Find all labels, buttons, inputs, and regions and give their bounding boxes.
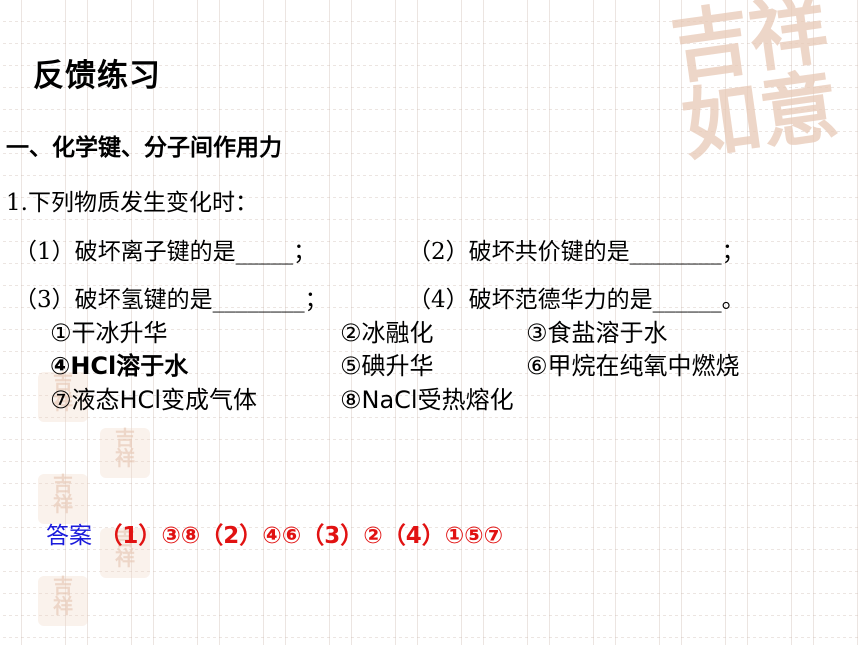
blank-item-1: （1）破坏离子键的是_____； (14, 239, 317, 265)
answer-line: 答案 （1）③⑧（2）④⑥（3）②（4）①⑤⑦ (46, 516, 503, 550)
seal-watermark-small: 吉祥 (38, 576, 88, 626)
blank-item-3: （3）破坏氢键的是________； (14, 287, 328, 313)
option-item-2: ②冰融化 (340, 319, 434, 347)
seal-watermark-small: 吉祥 (100, 528, 150, 578)
section-heading: 一、化学键、分子间作用力 (6, 135, 282, 161)
answer-value: （1）③⑧（2）④⑥（3）②（4）①⑤⑦ (99, 523, 504, 549)
seal-watermark-small: 吉祥 (100, 428, 150, 478)
seal-watermark-small: 吉祥 (38, 372, 88, 422)
option-item-8: ⑧NaCl受热熔化 (340, 386, 514, 414)
option-item-7: ⑦液态HCl变成气体 (50, 386, 257, 414)
page-title: 反馈练习 (33, 58, 161, 94)
option-item-6: ⑥甲烷在纯氧中燃烧 (526, 352, 740, 380)
option-item-1: ①干冰升华 (50, 319, 168, 347)
blank-item-2: （2）破坏共价键的是________； (408, 239, 745, 265)
blank-item-4: （4）破坏范德华力的是______。 (408, 287, 745, 313)
question-text: 1.下列物质发生变化时： (6, 190, 258, 216)
answer-label: 答案 (46, 523, 92, 549)
seal-watermark-small: 吉祥 (38, 474, 88, 524)
option-item-3: ③食盐溶于水 (526, 319, 668, 347)
option-item-4: ④HCl溶于水 (50, 352, 189, 380)
option-item-5: ⑤碘升华 (340, 352, 434, 380)
